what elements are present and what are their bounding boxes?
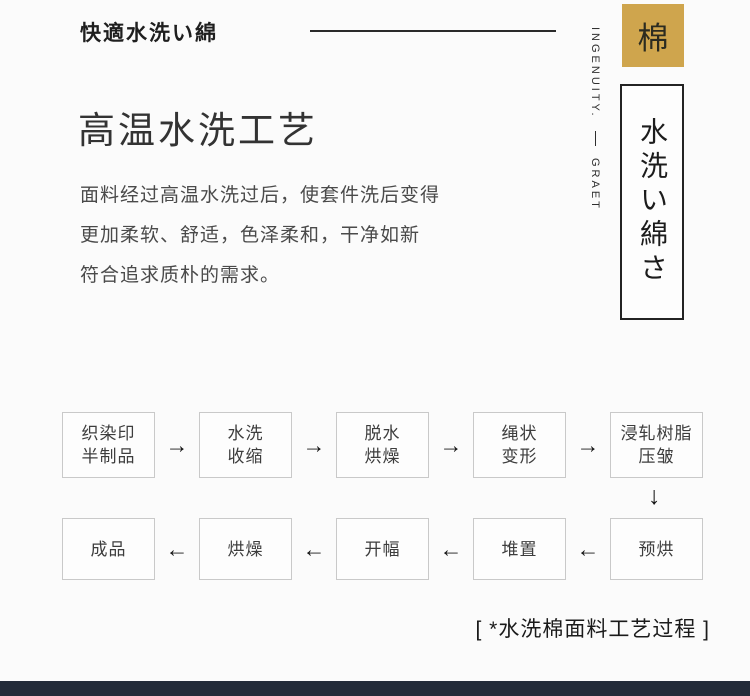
flow-step-label: 脱水 — [364, 424, 401, 443]
flow-step-label: 开幅 — [364, 539, 401, 559]
flow-step-prebake: 预烘 — [610, 518, 703, 580]
flow-step-semi-finished: 织染印 半制品 — [62, 412, 155, 478]
arrow-right-icon: → — [439, 431, 463, 458]
flow-step-resin-crease: 浸轧树脂 压皱 — [610, 412, 703, 478]
flow-step-label: 浸轧树脂 — [620, 424, 693, 443]
flow-step-wash-shrink: 水洗 收缩 — [199, 412, 292, 478]
flow-step-rope-deform: 绳状 变形 — [473, 412, 566, 478]
arrow-left-icon: ← — [165, 535, 189, 562]
flow-step-dehydrate-dry: 脱水 烘燥 — [336, 412, 429, 478]
flow-step-label: 烘燥 — [364, 447, 401, 466]
description: 面料经过高温水洗过后，使套件洗后变得 更加柔软、舒适，色泽柔和，干净如新 符合追… — [80, 176, 440, 296]
flow-step-label: 压皱 — [638, 447, 675, 466]
vertical-title-box: 水洗い綿さ — [620, 84, 684, 320]
section-title: 高温水洗工艺 — [78, 110, 318, 151]
side-caption-bottom: GRAET — [589, 157, 601, 211]
description-line-2: 更加柔软、舒适，色泽柔和，干净如新 — [80, 225, 421, 246]
flow-step-stacking: 堆置 — [473, 518, 566, 580]
arrow-left-icon: ← — [576, 535, 600, 562]
cotton-badge-char: 棉 — [637, 21, 669, 56]
side-caption: INGENUITY. GRAET — [589, 27, 601, 210]
description-line-1: 面料经过高温水洗过后，使套件洗后变得 — [80, 185, 441, 206]
flow-step-label: 绳状 — [501, 424, 538, 443]
process-flow: 织染印 半制品 → 水洗 收缩 → 脱水 烘燥 → 绳状 变形 → 浸轧树脂 压… — [62, 412, 703, 580]
flow-row-1: 织染印 半制品 → 水洗 收缩 → 脱水 烘燥 → 绳状 变形 → 浸轧树脂 压… — [62, 412, 703, 478]
flow-step-label: 变形 — [501, 447, 538, 466]
header-divider — [310, 30, 556, 32]
flow-step-label: 烘燥 — [227, 539, 264, 559]
description-line-3: 符合追求质朴的需求。 — [80, 265, 281, 286]
flow-step-label: 收缩 — [227, 447, 264, 466]
cotton-badge: 棉 — [622, 4, 684, 67]
side-caption-divider — [594, 130, 596, 146]
flow-row-2: 成品 ← 烘燥 ← 开幅 ← 堆置 ← 预烘 — [62, 518, 703, 580]
flow-caption: [ *水洗棉面料工艺过程 ] — [475, 618, 710, 641]
side-caption-top: INGENUITY. — [589, 27, 601, 119]
header-tagline: 快適水洗い綿 — [80, 22, 218, 45]
flow-step-label: 成品 — [90, 539, 127, 559]
arrow-left-icon: ← — [302, 535, 326, 562]
arrow-left-icon: ← — [439, 535, 463, 562]
arrow-right-icon: → — [165, 431, 189, 458]
flow-step-label: 预烘 — [638, 539, 675, 559]
vertical-title: 水洗い綿さ — [637, 117, 668, 287]
flow-step-label: 织染印 — [81, 424, 136, 443]
footer-bar — [0, 681, 750, 696]
arrow-down-icon: ↓ — [648, 482, 661, 510]
arrow-right-icon: → — [576, 431, 600, 458]
flow-step-opening: 开幅 — [336, 518, 429, 580]
flow-step-label: 堆置 — [501, 539, 538, 559]
flow-step-label: 半制品 — [81, 447, 136, 466]
flow-step-drying: 烘燥 — [199, 518, 292, 580]
arrow-right-icon: → — [302, 431, 326, 458]
flow-step-label: 水洗 — [227, 424, 264, 443]
flow-step-finished: 成品 — [62, 518, 155, 580]
